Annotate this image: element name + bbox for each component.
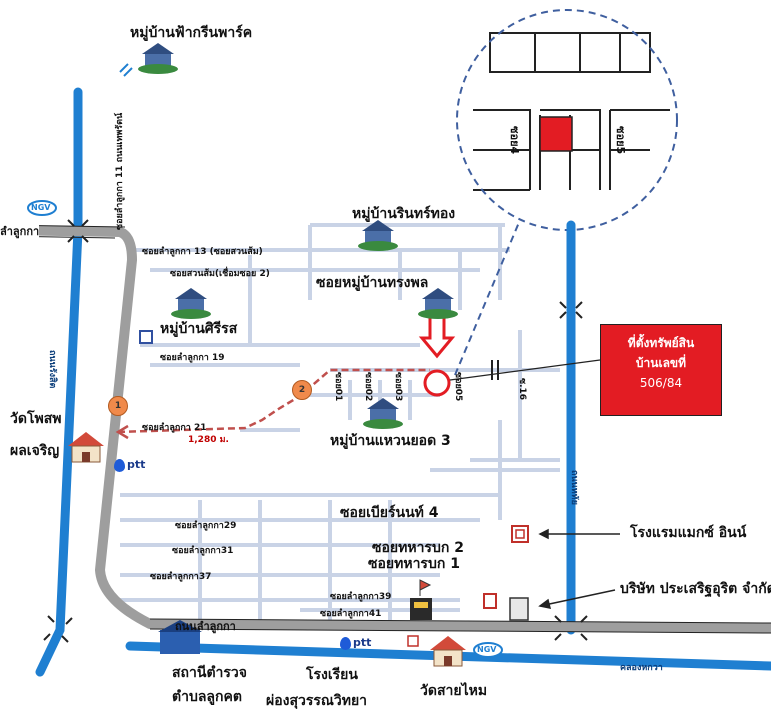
- village-siri-ros-label: หมู่บ้านศิรีรส: [160, 321, 238, 337]
- company-label: บริษัท ประเสริฐอุริต จำกัด: [620, 581, 771, 597]
- road-soi-16-label: ซ.16: [517, 378, 527, 401]
- wat-left-label: วัดโพสพ: [10, 411, 62, 427]
- road-soi-37-label: ซอยลำลูกกา37: [150, 572, 212, 582]
- road-soi-41-label: ซอยลำลูกกา41: [320, 609, 382, 619]
- distance-label: 1,280 ม.: [188, 435, 229, 445]
- temple-icons: [68, 432, 466, 667]
- inset-leader: [454, 219, 521, 376]
- road-soi-005-label: ซอย05: [453, 372, 463, 402]
- road-soi-19-label: ซอยลำลูกกา 19: [160, 353, 225, 363]
- road-soi-13-label: ซอยลำลูกกา 13 (ซอยสวนส้ม): [142, 247, 263, 257]
- route-marker-2: 2: [292, 380, 312, 400]
- inset-grid: [473, 32, 670, 191]
- road-soi-29-label: ซอยลำลูกกา29: [175, 521, 237, 531]
- road-main-11-label: ซอยลำลูกกา 11 ถนนเทพรัตน์: [115, 112, 125, 230]
- ptt-label: ptt: [127, 458, 146, 471]
- canal-right-label: ถนนหทัย: [569, 470, 579, 505]
- ngv-badges: [27, 200, 503, 658]
- school-label-1: โรงเรียน: [306, 667, 358, 683]
- road-soi-song-phon-label: ซอยหมู่บ้านทรงพล: [316, 275, 429, 291]
- pointer-arrows: [538, 528, 620, 609]
- building-icons: [139, 330, 529, 654]
- inset-property-lot: [539, 116, 573, 152]
- inset-soi5-label: ซอย5: [614, 126, 627, 155]
- inset-soi4-label: ซอย4: [508, 126, 521, 155]
- bridges: [43, 219, 588, 643]
- road-soi-002-label: ซอย02: [363, 372, 373, 402]
- school-label-2: ผ่องสุวรรณวิทยา: [266, 693, 368, 709]
- ptt-station-left: ptt: [114, 458, 145, 472]
- police-label-1: สถานีตำรวจ: [172, 665, 247, 681]
- road-soi-31-label: ซอยลำลูกกา31: [172, 546, 234, 556]
- road-lamlukka-bottom-label: ถนนลำลูกกา: [175, 620, 236, 633]
- property-arrow: [418, 314, 456, 359]
- route-marker-1: 1: [108, 396, 128, 416]
- ptt-label: ptt: [353, 636, 372, 649]
- ptt-drop-icon: [340, 636, 351, 650]
- property-leader: [449, 359, 601, 381]
- property-info-box: ที่ตั้งทรัพย์สิน บ้านเลขที่ 506/84: [600, 324, 722, 416]
- main-roads: [0, 225, 771, 633]
- route-arrow-head: [115, 424, 129, 440]
- wat-bottom-label: วัดสายไหม: [420, 683, 488, 699]
- property-circle: [423, 369, 451, 397]
- road-soi-21-label: ซอยลำลูกกา 21: [142, 423, 207, 433]
- road-soi-001-label: ซอย01: [333, 372, 343, 402]
- property-subtitle: บ้านเลขที่: [635, 356, 687, 370]
- minor-roads: [120, 223, 560, 620]
- road-soi-39-label: ซอยลำลูกกา39: [330, 592, 392, 602]
- hotel-label: โรงแรมแมกซ์ อินน์: [630, 525, 747, 541]
- north-road-mark: [119, 63, 133, 77]
- ngv-badge-top: NGV: [31, 203, 51, 212]
- canal-bottom-label: คลองหกวา: [620, 663, 663, 673]
- village-rin-thong-label: หมู่บ้านรินทร์ทอง: [352, 206, 456, 222]
- village-green-park-label: หมู่บ้านฟ้ากรีนพาร์ค: [130, 25, 253, 41]
- ptt-station-bottom: ptt: [340, 636, 371, 650]
- village-haew-yod-label: หมู่บ้านแหวนยอด 3: [330, 433, 451, 449]
- road-soi-003-label: ซอย03: [393, 372, 403, 402]
- canal-left-label: ถนนรังสิต: [47, 350, 57, 389]
- road-soi-beer-label: ซอยเบียร์นนท์ 4: [340, 505, 439, 521]
- property-title: ที่ตั้งทรัพย์สิน: [627, 336, 695, 350]
- police-label-2: ตำบลลูกคต: [172, 689, 242, 705]
- ngv-badge-bottom: NGV: [477, 645, 497, 654]
- wat-left-label-2: ผลเจริญ: [10, 443, 60, 459]
- road-lamlukka-top-label: ลำลูกกา: [0, 222, 40, 240]
- village-icons: [138, 43, 458, 429]
- ptt-drop-icon: [114, 458, 125, 472]
- road-edges: [0, 224, 771, 634]
- road-soi-thahan-1-label: ซอยทหารบก 1: [368, 556, 460, 572]
- road-soi-suan-som-label: ซอยสวนส้ม(เชื่อมซอย 2): [170, 269, 270, 279]
- property-number: 506/84: [639, 376, 683, 390]
- route-line: [117, 368, 430, 434]
- road-soi-thahan-2-label: ซอยทหารบก 2: [372, 540, 464, 556]
